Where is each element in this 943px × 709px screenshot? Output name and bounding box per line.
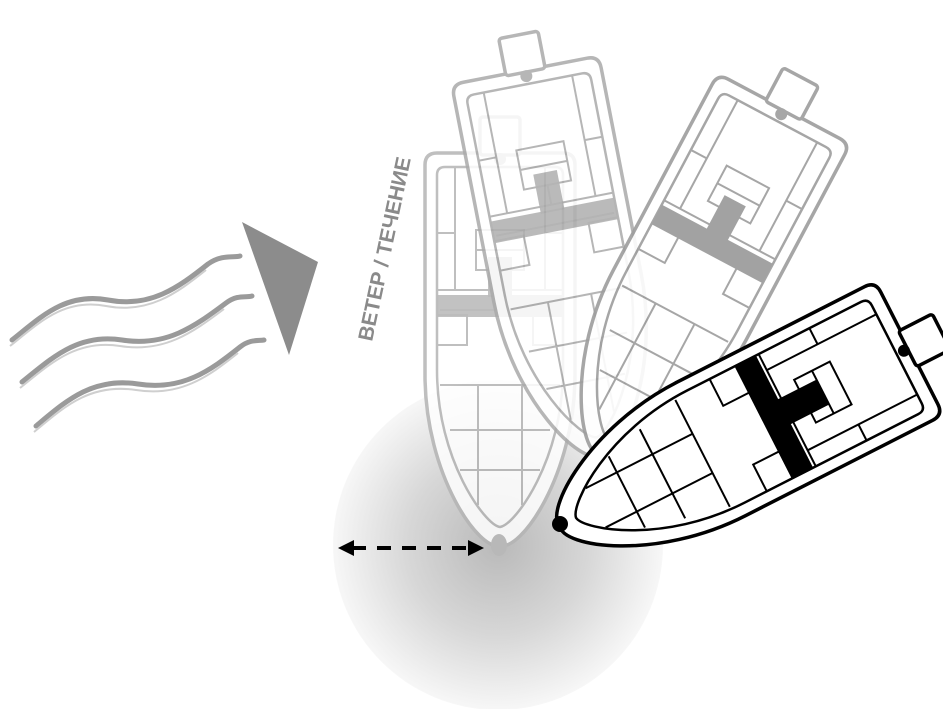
wind-current-arrow-icon xyxy=(242,222,318,355)
wind-current-label: ВЕТЕР / ТЕЧЕНИЕ xyxy=(354,155,415,343)
ghost-anchor-point-icon xyxy=(491,534,507,556)
wind-waves xyxy=(9,253,267,429)
boat-current-position xyxy=(523,263,943,595)
boat-ghost-3 xyxy=(531,40,869,493)
wind-waves-shadow xyxy=(9,269,239,433)
anchor-point-icon xyxy=(552,516,568,532)
boat-ghost-2 xyxy=(442,18,676,472)
dashed-double-arrow-icon xyxy=(338,540,484,556)
